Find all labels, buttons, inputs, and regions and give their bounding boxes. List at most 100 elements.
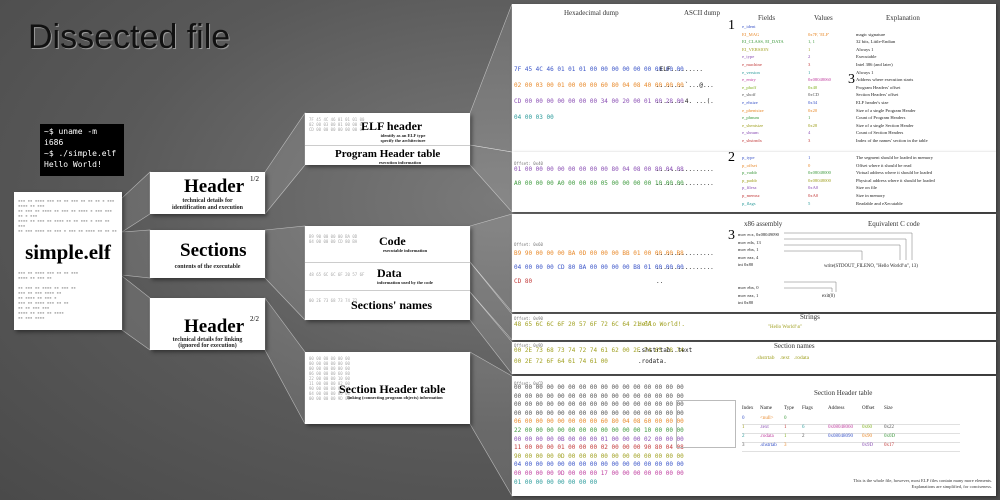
ascii-label: ASCII dump: [684, 9, 720, 17]
sht-cell: 2: [742, 434, 745, 439]
list-item: Offset where it should be read: [856, 162, 912, 168]
sht-cell: 0x90: [862, 434, 872, 439]
ascii-row: .shstrtab..text: [638, 347, 693, 354]
list-item: Index of the names' section in the table: [856, 138, 928, 143]
hex-row: 11 00 00 00 01 00 00 00 02 00 00 00 90 8…: [514, 444, 684, 452]
list-item: 1, 1: [808, 39, 815, 45]
sht-cell: 3: [784, 443, 787, 448]
code-panel: Offset: 0x60 x86 assembly Equivalent C c…: [512, 214, 996, 312]
code-sub1: executable information: [382, 248, 428, 253]
sht-column-header: Size: [884, 406, 893, 411]
list-item: Virtual address where it should be loade…: [856, 170, 933, 176]
list-item: mov ebx, 1: [738, 247, 759, 253]
divider: [305, 262, 470, 263]
sht-cell: .rodata: [760, 434, 774, 439]
list-item: mov ecx, 0x08049090: [738, 232, 779, 237]
sht-column-header: Index: [742, 406, 754, 411]
list-item: magic signature: [856, 31, 886, 37]
list-item: 0x08048000: [808, 177, 831, 183]
sht-cell: 0x9D: [862, 443, 874, 448]
section-names-panel: Offset: 0x9D 00 2E 73 68 73 74 72 74 61 …: [512, 342, 996, 374]
sht-cell: 2: [802, 434, 805, 439]
header-2-part: 2/2: [250, 315, 259, 323]
sht-cell: 0: [784, 416, 787, 421]
sections-title: Sections: [180, 240, 247, 261]
sht-cell: .text: [760, 425, 769, 430]
sht-row-divider: [742, 442, 960, 443]
footer-note-1: This is the whole file, however, most EL…: [853, 478, 992, 483]
sht-cell: .shstrtab: [760, 443, 777, 448]
x86-label: x86 assembly: [744, 220, 783, 228]
list-item: 0x28: [808, 122, 818, 128]
file-card: ▪▪▪ ▪▪ ▪▪▪▪ ▪▪▪ ▪▪ ▪▪ ▪▪▪ ▪▪ ▪▪ ▪▪ ▪ ▪▪▪…: [14, 192, 122, 330]
sht-cell: 1: [784, 425, 787, 430]
terminal-line: i686: [44, 138, 64, 147]
hex-row: 00 00 00 00 00 00 00 00 00 00 00 00 00 0…: [514, 409, 684, 417]
elf-header-title: ELF header: [361, 119, 423, 133]
header-1-card: Header 1/2 technical details for identif…: [150, 172, 265, 214]
hex-row: 01 00 00 00 00 00 00 00 00 80 04 08 00 8…: [514, 166, 684, 173]
list-item: 32 bits, Little-Endian: [856, 39, 896, 45]
sht-row-divider: [742, 433, 960, 434]
list-item: e_ehsize: [742, 100, 758, 105]
sht-row-divider: [742, 451, 960, 452]
ascii-row: ................: [656, 166, 714, 173]
list-item: Count of Section Headers: [856, 130, 904, 136]
sht-cell: 0x0D: [884, 434, 896, 439]
hex-row: 00 00 00 00 00 00 00 00 00 00 00 00 00 0…: [514, 384, 684, 391]
list-item: Physical address where it should be load…: [856, 177, 935, 183]
sht-cell: 6: [802, 425, 805, 430]
list-item: 0: [808, 162, 811, 168]
sht-cell: 1: [784, 434, 787, 439]
list-item: mov eax, 1: [738, 292, 759, 298]
list-item: p_vaddr: [742, 170, 758, 176]
list-item: The segment should be loaded in memory: [856, 155, 934, 160]
hex-row: 90 00 00 00 0D 00 00 00 00 00 00 00 00 0…: [514, 452, 684, 460]
file-name: simple.elf: [25, 240, 111, 264]
header-1-sub2: identification and execution: [171, 205, 243, 211]
list-item: EI_CLASS, EI_DATA: [742, 39, 784, 45]
list-item: Readable and eXecutable: [856, 200, 903, 206]
sht-column-header: Name: [760, 406, 772, 411]
hexdump-label: Hexadecimal dump: [564, 9, 619, 17]
list-item: p_paddr: [742, 177, 758, 183]
list-item: Intel 386 (and later): [856, 62, 893, 67]
offset-label: Offset: 0xCD: [514, 381, 543, 386]
list-item: 0xCD: [808, 92, 819, 98]
list-item: e_shnum: [742, 130, 759, 136]
list-item: p_offset: [742, 162, 757, 168]
sht-cell: 0x22: [884, 425, 894, 430]
section-name: .rodata: [794, 355, 810, 361]
list-item: 3: [808, 62, 811, 67]
hex-row: 06 00 00 00 00 00 00 00 60 80 04 08 60 0…: [514, 418, 684, 426]
header-2-card: Header 2/2 technical details for linking…: [150, 298, 265, 350]
list-item: 0x7F, 'ELF': [808, 31, 830, 37]
ascii-row: .rodata.: [638, 358, 667, 365]
data-hex: 48 65 6C 6C 6F 20 57 6F 72 6C 64 21 0A: [514, 321, 652, 328]
annotation-marker: 3: [728, 228, 735, 243]
terminal-line: ~$ uname -m: [44, 127, 97, 136]
ascii-row: ................: [656, 264, 714, 271]
sht-label: Section Header table: [814, 389, 873, 397]
sht-column-header: Address: [828, 406, 845, 411]
sht-title: Section Header table: [339, 382, 446, 396]
list-item: 1: [808, 46, 811, 52]
section-names-label: Section names: [774, 342, 815, 350]
list-item: p_type: [742, 155, 755, 160]
list-item: Always 1: [856, 69, 874, 75]
program-header-panel: Offset: 0x40 2 01 00 00 00 00 00 00 00 0…: [512, 150, 996, 212]
list-item: Size of a single Program Header: [856, 107, 916, 113]
list-item: 5: [808, 200, 811, 206]
hex-row: 00 00 00 00 9D 00 00 00 17 00 00 00 00 0…: [514, 470, 684, 477]
strings-value: "Hello World!\n": [768, 325, 803, 330]
fields-label: Fields: [758, 14, 776, 22]
sht-column-header: Offset: [862, 406, 875, 411]
header-1-part: 1/2: [250, 175, 259, 183]
list-item: 3: [808, 138, 811, 143]
hex-row: 02 00 03 00 01 00 00 00 60 80 04 08 40 0…: [514, 82, 684, 89]
sht-cell: 0x08048060: [828, 425, 853, 430]
